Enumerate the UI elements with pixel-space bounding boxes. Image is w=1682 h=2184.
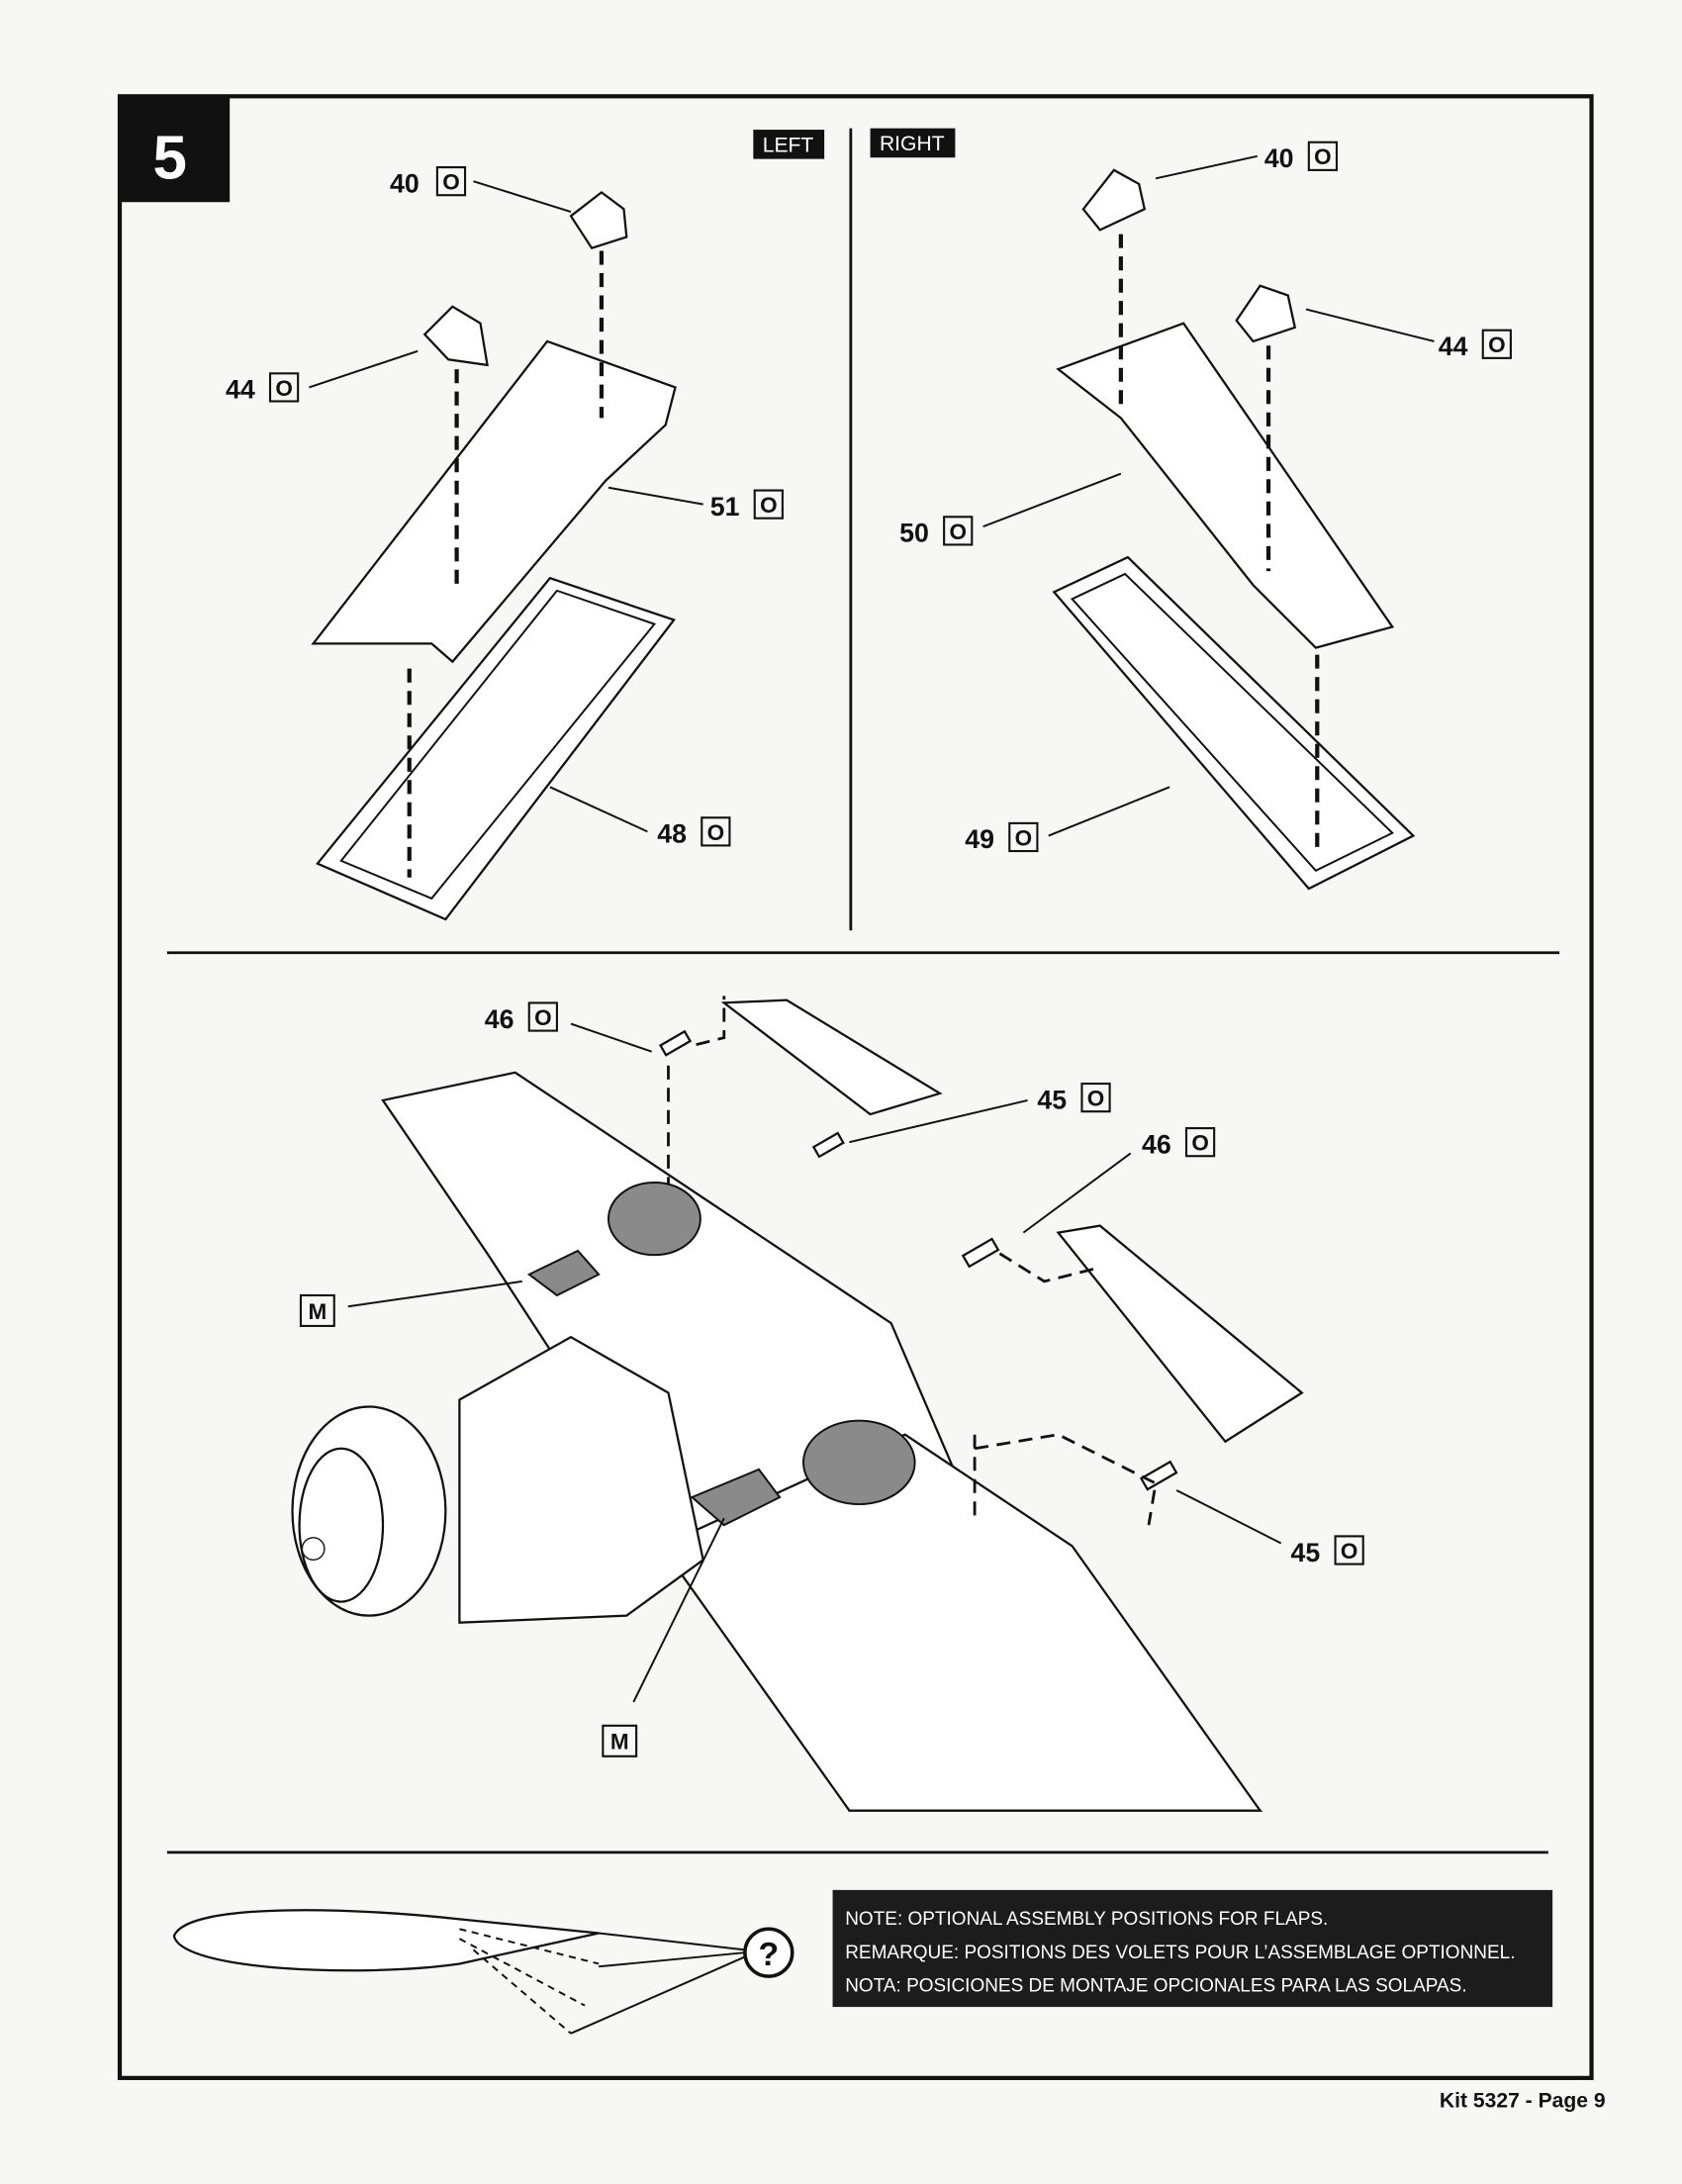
- left-flap-diagram: [309, 180, 703, 921]
- svg-text:O: O: [1015, 825, 1033, 850]
- part-40-left: [569, 190, 628, 250]
- right-flap-diagram: [982, 154, 1435, 891]
- callout-m-1: M: [299, 1293, 335, 1327]
- left-label: LEFT: [763, 135, 814, 157]
- callout-m-2: M: [602, 1724, 638, 1757]
- svg-text:M: M: [308, 1299, 327, 1324]
- callout-49: 49 O: [965, 821, 1039, 854]
- svg-text:O: O: [442, 170, 460, 195]
- flap-positions-diagram: [172, 1909, 746, 2035]
- page-footer: Kit 5327 - Page 9: [1440, 2089, 1606, 2112]
- svg-text:40: 40: [1264, 143, 1294, 173]
- callout-45-b: 45 O: [1291, 1535, 1364, 1567]
- svg-text:O: O: [1087, 1087, 1105, 1111]
- part-49-flap: [1052, 555, 1416, 891]
- svg-text:?: ?: [759, 1936, 780, 1973]
- part-40-right: [1081, 168, 1147, 232]
- callout-45-a: 45 O: [1037, 1083, 1111, 1114]
- svg-text:O: O: [1488, 332, 1506, 357]
- svg-text:O: O: [1191, 1131, 1209, 1156]
- part-50-flap: [1056, 322, 1395, 649]
- callout-46-b: 46 O: [1142, 1127, 1216, 1159]
- flap-lower: [1056, 1224, 1304, 1444]
- note-french: REMARQUE: POSITIONS DES VOLETS POUR L’AS…: [845, 1943, 1515, 1963]
- left-badge: LEFT: [753, 130, 825, 159]
- svg-text:50: 50: [899, 519, 929, 548]
- svg-text:46: 46: [1142, 1129, 1171, 1159]
- svg-text:O: O: [760, 493, 778, 518]
- svg-text:40: 40: [390, 168, 420, 198]
- page-frame: [117, 94, 1594, 2080]
- callout-44-left: 44 O: [226, 372, 300, 405]
- svg-text:O: O: [707, 820, 725, 845]
- callout-40-left: 40 O: [390, 166, 467, 198]
- svg-text:45: 45: [1037, 1085, 1067, 1114]
- part-51-flap: [311, 339, 677, 664]
- note-spanish: NOTA: POSICIONES DE MONTAJE OPCIONALES P…: [845, 1976, 1466, 1997]
- callout-51: 51 O: [710, 489, 784, 522]
- svg-text:49: 49: [965, 824, 994, 854]
- svg-text:46: 46: [485, 1004, 514, 1034]
- svg-text:O: O: [1341, 1539, 1358, 1564]
- svg-text:44: 44: [1439, 332, 1468, 361]
- flap-upper: [720, 998, 943, 1116]
- svg-text:O: O: [1314, 144, 1332, 169]
- part-48-flap: [316, 576, 676, 921]
- wheel-well-1: [607, 1181, 701, 1257]
- question-icon: ?: [743, 1927, 794, 1978]
- callout-46-a: 46 O: [485, 1001, 558, 1034]
- svg-text:44: 44: [226, 375, 255, 405]
- callout-40-right: 40 O: [1264, 141, 1339, 173]
- note-english: NOTE: OPTIONAL ASSEMBLY POSITIONS FOR FL…: [845, 1909, 1328, 1930]
- step-badge: 5: [121, 97, 231, 203]
- wing-assembly-diagram: [291, 996, 1304, 1812]
- svg-text:51: 51: [710, 492, 740, 522]
- svg-text:48: 48: [657, 819, 687, 849]
- callout-50: 50 O: [899, 516, 974, 548]
- right-label: RIGHT: [880, 133, 945, 155]
- svg-text:45: 45: [1291, 1538, 1321, 1567]
- svg-text:O: O: [275, 376, 293, 401]
- part-44-left: [422, 305, 489, 367]
- callout-48: 48 O: [657, 816, 731, 849]
- callout-44-right: 44 O: [1439, 329, 1512, 361]
- note-box: NOTE: OPTIONAL ASSEMBLY POSITIONS FOR FL…: [832, 1889, 1553, 2008]
- svg-text:O: O: [949, 520, 967, 544]
- right-badge: RIGHT: [870, 128, 956, 158]
- svg-text:O: O: [534, 1005, 552, 1030]
- step-number: 5: [152, 124, 186, 192]
- svg-text:M: M: [610, 1730, 629, 1755]
- part-44-right: [1235, 284, 1297, 343]
- wheel-well-2: [802, 1419, 916, 1506]
